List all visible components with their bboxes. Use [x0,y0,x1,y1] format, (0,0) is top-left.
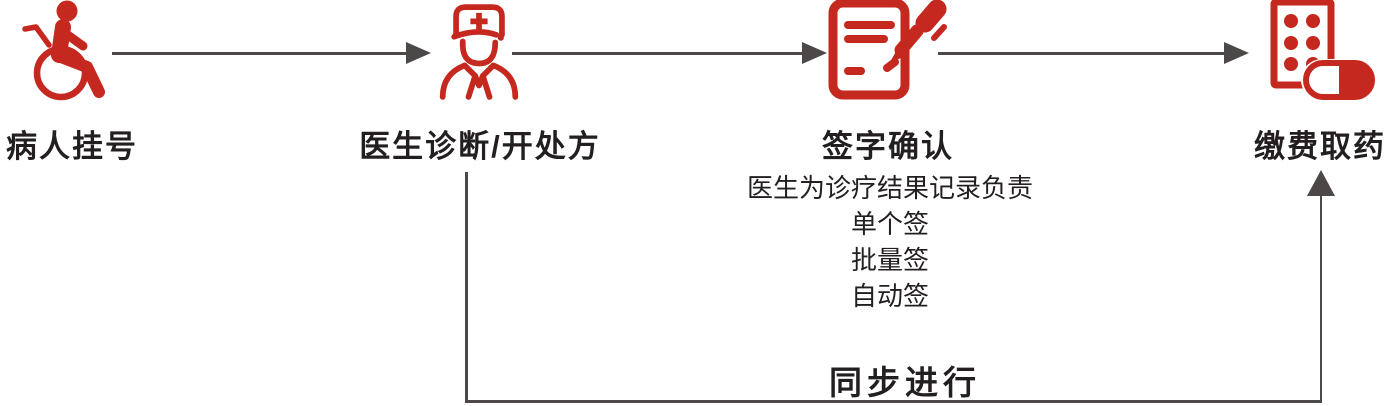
note-line: 医生为诊疗结果记录负责 [746,173,1033,203]
step-label-patient-registration: 病人挂号 [6,129,138,164]
doctor-icon [439,4,519,100]
sync-connector-bottom-line [465,400,1322,403]
wheelchair-patient-icon [22,0,105,101]
step-label-pay-collect-medicine: 缴费取药 [1254,129,1386,164]
flow-arrow-1-head-icon [406,42,431,64]
note-line: 批量签 [850,245,929,275]
sync-arrow-up-head-icon [1307,170,1335,196]
sync-connector-down-line [465,172,468,402]
flow-arrow-2-head-icon [802,42,827,64]
step-label-doctor-diagnosis: 医生诊断/开处方 [359,129,601,164]
pill-pack-capsule-icon [1270,0,1377,100]
flow-arrow-2-line [512,52,804,55]
flow-arrow-3-head-icon [1224,42,1249,64]
note-line: 单个签 [850,209,929,239]
step-label-signature-confirm: 签字确认 [822,129,954,164]
document-pen-icon [828,0,947,100]
note-line: 自动签 [850,281,929,311]
sync-label: 同步进行 [829,364,981,401]
flow-arrow-1-line [112,52,408,55]
flow-arrow-3-line [938,52,1226,55]
sync-connector-up-line [1319,194,1322,402]
signature-notes: 医生为诊疗结果记录负责 单个签 批量签 自动签 [690,170,1090,314]
